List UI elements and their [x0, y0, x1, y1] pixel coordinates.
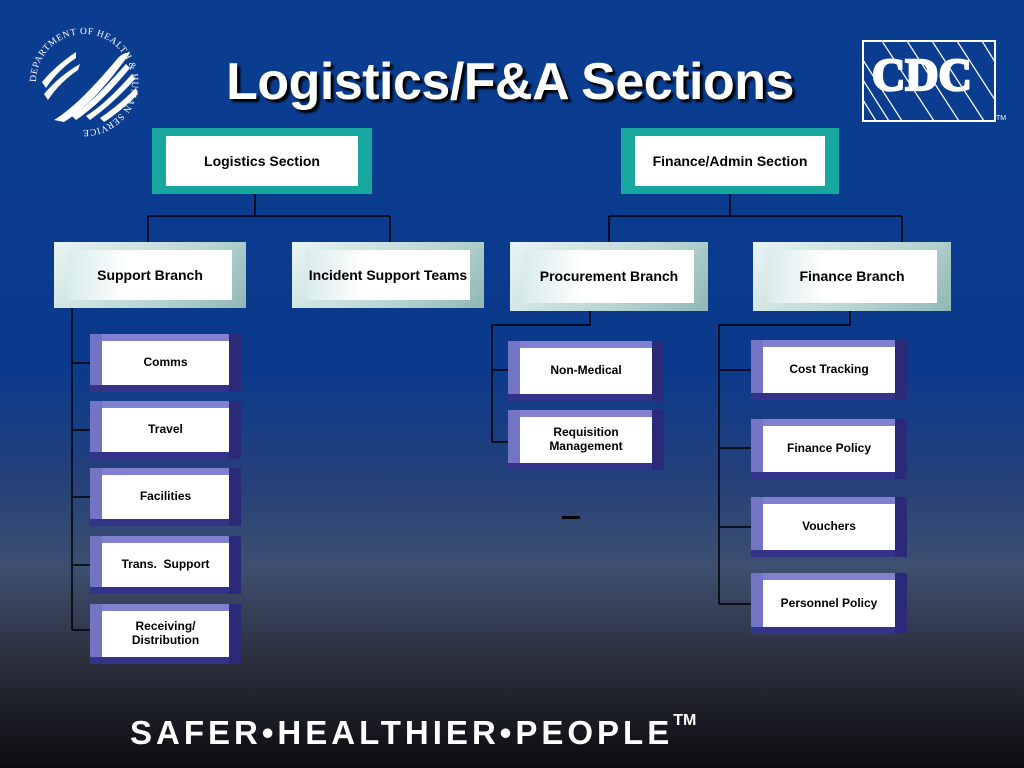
finance-admin-section-label: Finance/Admin Section	[635, 136, 825, 186]
svg-text:CDC: CDC	[872, 49, 972, 100]
unit-box: Travel	[90, 401, 241, 459]
unit-box: Comms	[90, 334, 241, 392]
unit-box: Vouchers	[751, 497, 907, 557]
cdc-logo: CDC CDC TM	[862, 40, 1006, 122]
unit-box: Personnel Policy	[751, 573, 907, 634]
unit-travel: Travel	[102, 408, 229, 452]
unit-box: Non-Medical	[508, 341, 664, 401]
unit-box: Finance Policy	[751, 419, 907, 479]
finance-admin-section-box: Finance/Admin Section	[621, 128, 839, 194]
svg-text:TM: TM	[996, 115, 1006, 122]
logistics-section-label: Logistics Section	[166, 136, 358, 186]
support-branch-box: Support Branch	[54, 242, 246, 308]
incident-support-teams-box: Incident Support Teams	[292, 242, 484, 308]
unit-requisition-management: Requisition Management	[520, 417, 652, 463]
unit-box: Receiving/ Distribution	[90, 604, 241, 664]
logistics-section-box: Logistics Section	[152, 128, 372, 194]
unit-box: Cost Tracking	[751, 340, 907, 400]
unit-personnel-policy: Personnel Policy	[763, 580, 895, 627]
unit-box: Trans. Support	[90, 536, 241, 594]
stray-dash	[562, 516, 580, 519]
finance-branch-box: Finance Branch	[753, 242, 951, 311]
finance-branch-label: Finance Branch	[767, 250, 937, 303]
procurement-branch-label: Procurement Branch	[524, 250, 694, 303]
unit-box: Requisition Management	[508, 410, 664, 470]
unit-facilities: Facilities	[102, 475, 229, 519]
unit-comms: Comms	[102, 341, 229, 385]
procurement-branch-box: Procurement Branch	[510, 242, 708, 311]
tagline: SAFER•HEALTHIER•PEOPLETM	[130, 712, 910, 752]
page-title: Logistics/F&A Sections	[226, 53, 794, 111]
incident-support-teams-label: Incident Support Teams	[306, 250, 470, 300]
hhs-logo: DEPARTMENT OF HEALTH & HUMAN SERVICES·US…	[14, 12, 139, 137]
unit-cost-tracking: Cost Tracking	[763, 347, 895, 393]
unit-box: Facilities	[90, 468, 241, 526]
tagline-text: SAFER•HEALTHIER•PEOPLE	[130, 714, 674, 751]
unit-finance-policy: Finance Policy	[763, 426, 895, 472]
unit-trans-support: Trans. Support	[102, 543, 229, 587]
unit-receiving-distribution: Receiving/ Distribution	[102, 611, 229, 657]
unit-vouchers: Vouchers	[763, 504, 895, 550]
tagline-tm: TM	[673, 712, 697, 729]
unit-non-medical: Non-Medical	[520, 348, 652, 394]
support-branch-label: Support Branch	[68, 250, 232, 300]
svg-text:CDC: CDC	[872, 49, 972, 100]
